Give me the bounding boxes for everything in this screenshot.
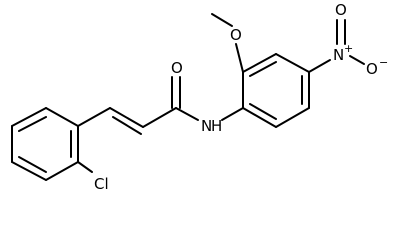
bond-vinyl-single xyxy=(109,107,144,128)
bond-vinyl-carbonyl xyxy=(142,107,177,128)
ring2-bond-b xyxy=(242,53,277,73)
atom-oxygen-carbonyl: O xyxy=(171,59,183,77)
structure-canvas: Cl O N H xyxy=(11,1,389,193)
ring2-bond-c xyxy=(275,53,310,73)
bond-ring1-chlorine xyxy=(77,161,93,173)
bond-nitro-single-oxygen xyxy=(349,55,365,65)
carbonyl-group: O xyxy=(171,59,183,109)
chlorophenyl-ring xyxy=(11,107,79,181)
ring2-inner-double-3 xyxy=(249,61,277,77)
atom-hydrogen-amide: H xyxy=(211,117,222,135)
nitrophenyl-ring xyxy=(242,53,310,128)
amide-nh: N H xyxy=(175,107,244,135)
bond-ring2-methoxy-oxygen xyxy=(235,43,244,73)
bond-ring1-vinyl xyxy=(77,107,111,127)
ring1-bond-e xyxy=(45,161,79,181)
vinyl-linker xyxy=(77,107,177,135)
ring1-bond-d xyxy=(11,161,47,181)
nitro-minus-charge: − xyxy=(379,56,388,69)
atom-oxygen-nitro-right: O xyxy=(366,60,378,78)
bond-nitrogen-ring2 xyxy=(221,107,244,121)
nitro-plus-charge: + xyxy=(344,42,353,55)
ring2-bond-f xyxy=(242,107,277,128)
atom-oxygen-methoxy: O xyxy=(230,26,242,44)
atom-nitrogen-nitro: N xyxy=(333,46,344,64)
ring2-inner-double-1 xyxy=(249,103,277,120)
ring1-bond-a xyxy=(45,107,79,127)
nitro-group: N + O O − xyxy=(308,1,388,78)
atom-chlorine: Cl xyxy=(94,175,109,193)
ring1-bond-b xyxy=(11,107,47,127)
bond-carbonyl-nitrogen xyxy=(175,107,199,121)
ring2-bond-e xyxy=(275,107,310,128)
atom-oxygen-nitro-top: O xyxy=(335,1,347,19)
atom-nitrogen-amide: N xyxy=(201,117,212,135)
bond-ring2-nitro xyxy=(308,59,331,73)
ring1-inner-double-1 xyxy=(18,116,47,132)
bond-vinyl-double-inner xyxy=(112,116,142,135)
chemical-structure-diagram: Cl O N H xyxy=(11,1,388,193)
ring1-inner-double-2 xyxy=(18,156,47,173)
bond-methoxy-methyl xyxy=(211,13,233,27)
methoxy-group: O xyxy=(211,13,244,73)
